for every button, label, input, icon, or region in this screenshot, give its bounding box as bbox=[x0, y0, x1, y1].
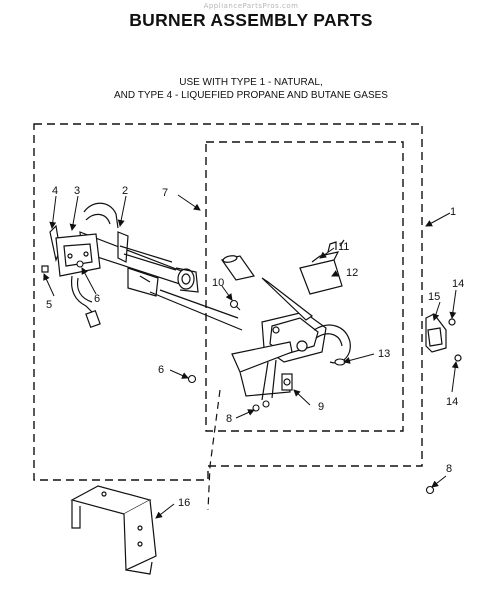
callout-5: 5 bbox=[46, 299, 52, 311]
callout-14-top: 14 bbox=[452, 278, 464, 290]
callout-13: 13 bbox=[378, 348, 390, 360]
sensor-bracket-part bbox=[425, 313, 462, 362]
screws-8 bbox=[252, 400, 435, 495]
callout-1: 1 bbox=[450, 206, 456, 218]
watermark: AppliancePartsPros.com bbox=[203, 2, 299, 10]
callout-3: 3 bbox=[74, 185, 80, 197]
page-title: BURNER ASSEMBLY PARTS bbox=[129, 10, 373, 30]
subtitle-line-2: AND TYPE 4 - LIQUEFIED PROPANE AND BUTAN… bbox=[114, 89, 388, 101]
inner-valve-boundary bbox=[205, 141, 404, 432]
screw-10 bbox=[229, 299, 241, 311]
callout-6-left: 6 bbox=[94, 293, 100, 305]
callout-11: 11 bbox=[338, 241, 349, 253]
sensor-coil-part bbox=[299, 239, 345, 295]
callout-8-left: 8 bbox=[226, 413, 232, 425]
screws-6 bbox=[76, 260, 197, 384]
callout-10: 10 bbox=[212, 277, 224, 289]
coil-tube-part bbox=[220, 255, 314, 321]
callout-12: 12 bbox=[346, 267, 358, 279]
callout-7: 7 bbox=[162, 187, 168, 199]
subtitle: USE WITH TYPE 1 - NATURAL, AND TYPE 4 - … bbox=[0, 77, 502, 102]
burner-tube-part bbox=[79, 202, 243, 331]
outer-assembly-boundary bbox=[33, 123, 423, 481]
callout-8-right: 8 bbox=[446, 463, 452, 475]
callout-15: 15 bbox=[428, 291, 440, 303]
mounting-bracket-part bbox=[70, 485, 157, 575]
callout-9: 9 bbox=[318, 401, 324, 413]
igniter-bracket-part bbox=[41, 224, 101, 329]
hardware-13 bbox=[334, 358, 346, 366]
gas-valve-part bbox=[231, 311, 351, 401]
callout-6-lower: 6 bbox=[158, 364, 164, 376]
callout-4: 4 bbox=[52, 185, 58, 197]
callout-16: 16 bbox=[178, 497, 190, 509]
callout-2: 2 bbox=[122, 185, 128, 197]
bracket-leader-line bbox=[207, 389, 221, 511]
callout-14-bottom: 14 bbox=[446, 396, 458, 408]
subtitle-line-1: USE WITH TYPE 1 - NATURAL, bbox=[179, 77, 323, 88]
callout-leaders bbox=[43, 194, 459, 519]
